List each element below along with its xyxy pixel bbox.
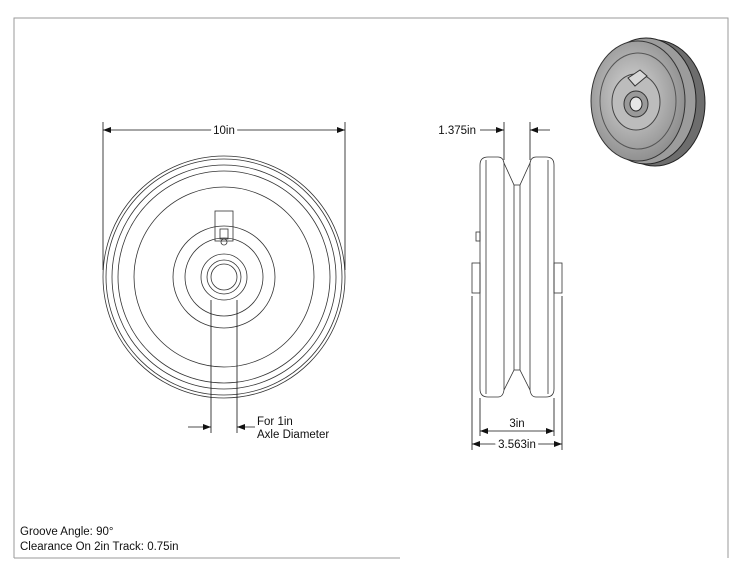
clearance-note: Clearance On 2in Track: 0.75in: [20, 541, 179, 553]
isometric-wheel-image: [590, 37, 706, 167]
left-hub: [471, 262, 481, 294]
bearing-outer: [200, 253, 248, 301]
hub-circle: [172, 225, 276, 329]
groove-angle-note: Groove Angle: 90°: [20, 526, 113, 538]
tread-width-label: 3in: [509, 418, 524, 430]
side-dimensions: [471, 122, 563, 450]
axle-note-line1: For 1in: [257, 416, 293, 428]
right-hub: [553, 262, 563, 294]
groove-circle: [133, 186, 315, 368]
grease-fitting-side: [475, 231, 481, 242]
axle-note-line2: Axle Diameter: [257, 429, 329, 441]
overall-width-label: 3.563in: [498, 439, 536, 451]
grease-fitting: [214, 210, 234, 242]
outer-flange-edge: [102, 155, 346, 399]
front-dimensions: [102, 122, 346, 433]
drawing-border: [13, 17, 729, 559]
flange-width-label: 1.375in: [438, 125, 476, 137]
side-view: [471, 156, 563, 398]
front-view: [102, 155, 346, 399]
axle-bore: [210, 263, 238, 291]
overall-diameter-label: 10in: [213, 125, 235, 137]
